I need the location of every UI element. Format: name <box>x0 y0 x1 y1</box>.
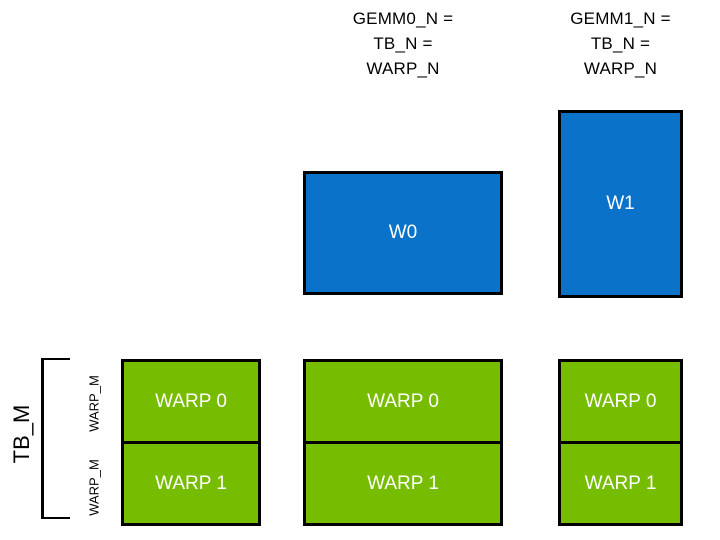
warp-cell-right-1-label: WARP 1 <box>584 472 657 494</box>
warp-cell-middle-1-label: WARP 1 <box>367 472 439 494</box>
warp-cell-right-0-label: WARP 0 <box>584 390 657 412</box>
blue-block-w0: W0 <box>303 171 503 295</box>
warp-cell-middle-0-label: WARP 0 <box>367 390 439 412</box>
blue-block-w0-label: W0 <box>388 222 418 243</box>
axis-label-tb-m: TB_M <box>9 404 34 464</box>
warp-cell-left-1: WARP 1 <box>124 444 258 523</box>
axis-label-warp-m-bottom: WARP_M <box>86 459 102 516</box>
axis-label-warp-m-top: WARP_M <box>86 375 102 432</box>
tb-m-bracket <box>41 358 70 519</box>
warp-cell-right-0: WARP 0 <box>561 362 680 444</box>
blue-block-w1: W1 <box>558 110 683 298</box>
warp-cell-left-1-label: WARP 1 <box>155 472 227 494</box>
warp-cell-left-0-label: WARP 0 <box>155 390 227 412</box>
warp-column-middle: WARP 0 WARP 1 <box>303 359 503 526</box>
warp-column-right: WARP 0 WARP 1 <box>558 359 683 526</box>
warp-column-left: WARP 0 WARP 1 <box>121 359 261 526</box>
warp-cell-left-0: WARP 0 <box>124 362 258 444</box>
warp-cell-middle-0: WARP 0 <box>306 362 500 444</box>
warp-cell-right-1: WARP 1 <box>561 444 680 523</box>
warp-cell-middle-1: WARP 1 <box>306 444 500 523</box>
caption-gemm0: GEMM0_N = TB_N = WARP_N <box>352 9 454 78</box>
caption-gemm1: GEMM1_N = TB_N = WARP_N <box>570 9 671 78</box>
blue-block-w1-label: W1 <box>606 193 635 214</box>
